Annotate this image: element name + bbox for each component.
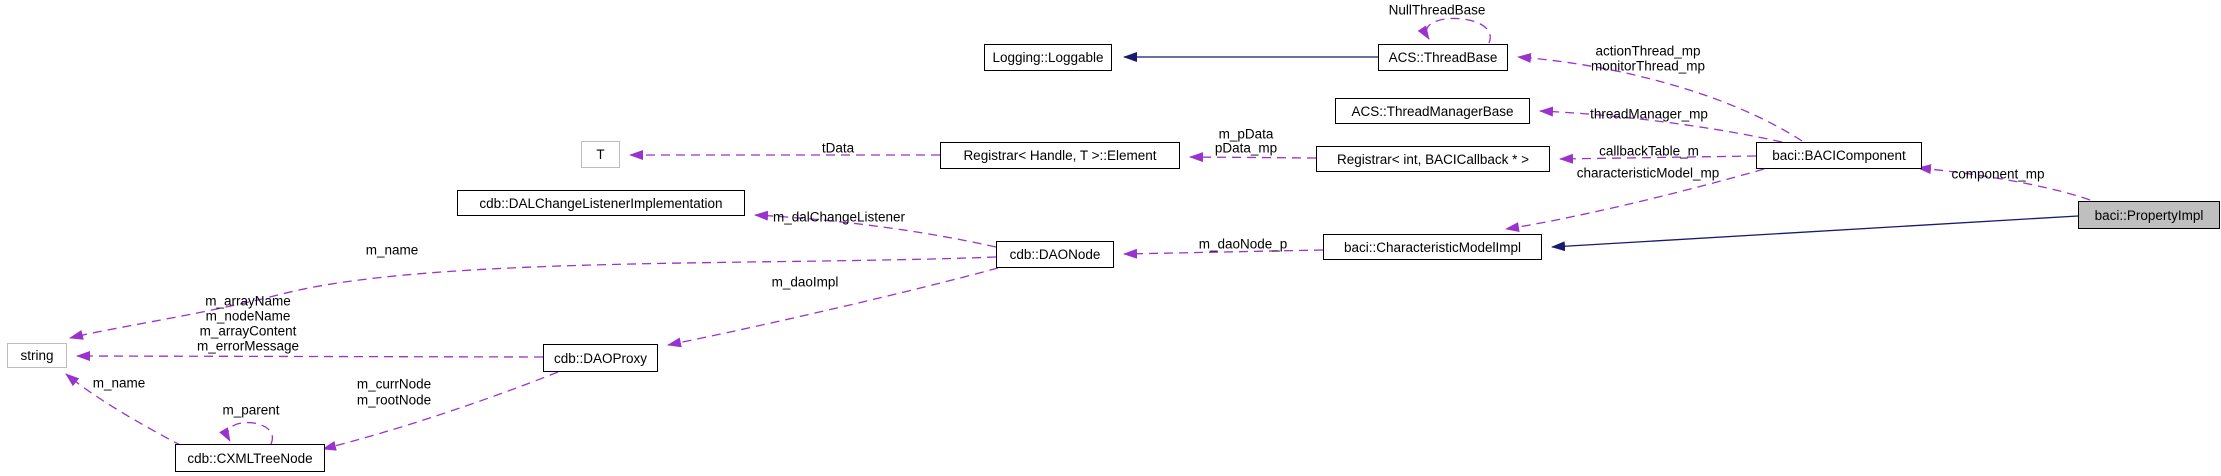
- edge-label-actionthread-mp: actionThread_mp: [1595, 43, 1701, 59]
- class-node-acs-threadmanagerbase[interactable]: ACS::ThreadManagerBase: [1335, 98, 1530, 124]
- edge-registrar-int-to-element: [1189, 152, 1317, 163]
- edge-label-pdata-mp: pData_mp: [1214, 140, 1278, 156]
- edge-label-nullthreadbase: NullThreadBase: [1388, 2, 1486, 18]
- edge-label-m-errormessage: m_errorMessage: [196, 338, 300, 354]
- edge-propertyimpl-to-bacicomponent: [1917, 164, 2091, 201]
- class-node-cdb-dalchangelistenerimplementation[interactable]: cdb::DALChangeListenerImplementation: [457, 190, 745, 216]
- edge-label-monitorthread-mp: monitorThread_mp: [1590, 58, 1706, 74]
- class-node-string[interactable]: string: [7, 343, 67, 368]
- edge-label-m-currnode: m_currNode: [356, 376, 432, 392]
- class-node-t[interactable]: T: [581, 141, 620, 168]
- edge-daonode-to-daoproxy: [667, 267, 999, 348]
- edge-label-callbacktable-m: callbackTable_m: [1599, 143, 1699, 159]
- edge-label-m-dalchangelistener: m_dalChangeListener: [772, 209, 906, 225]
- edge-label-m-pdata: m_pData: [1218, 126, 1274, 142]
- edge-label-m-name-daonode: m_name: [365, 242, 419, 258]
- edge-label-m-nodename: m_nodeName: [205, 308, 291, 324]
- class-node-acs-threadbase[interactable]: ACS::ThreadBase: [1378, 44, 1508, 71]
- edge-bacicomponent-to-threadmanager: [1539, 106, 1783, 143]
- edge-daoproxy-to-cxmltreenode: [322, 371, 559, 451]
- class-node-cdb-daonode[interactable]: cdb::DAONode: [996, 241, 1114, 268]
- edge-label-m-daoimpl: m_daoImpl: [771, 274, 839, 290]
- edge-nullthreadbase-selfloop: [1417, 17, 1491, 44]
- class-node-logging-loggable[interactable]: Logging::Loggable: [984, 44, 1112, 71]
- edge-label-tdata: tData: [821, 140, 855, 156]
- edge-label-m-arraycontent: m_arrayContent: [199, 323, 297, 339]
- class-node-registrar-int-bacicallback[interactable]: Registrar< int, BACICallback * >: [1316, 146, 1550, 172]
- class-node-baci-bacicomponent[interactable]: baci::BACIComponent: [1756, 142, 1922, 169]
- class-node-cdb-cxmltreenode[interactable]: cdb::CXMLTreeNode: [175, 444, 325, 472]
- edge-cxmltreenode-to-string: [65, 373, 183, 447]
- class-node-registrar-element[interactable]: Registrar< Handle, T >::Element: [940, 142, 1180, 169]
- edge-bacicomponent-to-registrar-int: [1559, 153, 1757, 164]
- edge-label-component-mp: component_mp: [1951, 166, 2045, 182]
- edge-daoproxy-to-string: [76, 351, 544, 362]
- edge-label-m-name-cxmltreenode: m_name: [92, 375, 146, 391]
- edge-label-threadmanager-mp: threadManager_mp: [1590, 106, 1708, 122]
- edge-bacicomponent-to-charmodel: [1505, 168, 1765, 232]
- edge-daonode-to-string: [69, 256, 997, 340]
- class-node-cdb-daoproxy[interactable]: cdb::DAOProxy: [543, 344, 658, 372]
- edge-label-m-daonode-p: m_daoNode_p: [1198, 236, 1288, 252]
- edge-mparent-selfloop: [219, 421, 274, 445]
- edge-charmodel-to-daonode: [1123, 248, 1324, 259]
- edge-propertyimpl-to-charmodel: [1551, 215, 2079, 252]
- edge-daonode-to-dalchange: [754, 210, 997, 248]
- edge-label-characteristicmodel-mp: characteristicModel_mp: [1576, 165, 1720, 181]
- class-node-baci-characteristicmodelimpl[interactable]: baci::CharacteristicModelImpl: [1323, 234, 1542, 260]
- class-node-baci-propertyimpl: baci::PropertyImpl: [2078, 201, 2220, 229]
- edge-label-m-parent: m_parent: [222, 402, 280, 418]
- edge-bacicomponent-to-threadbase: [1517, 52, 1803, 142]
- edge-label-m-rootnode: m_rootNode: [356, 392, 432, 408]
- edge-label-m-arrayname: m_arrayName: [205, 293, 291, 309]
